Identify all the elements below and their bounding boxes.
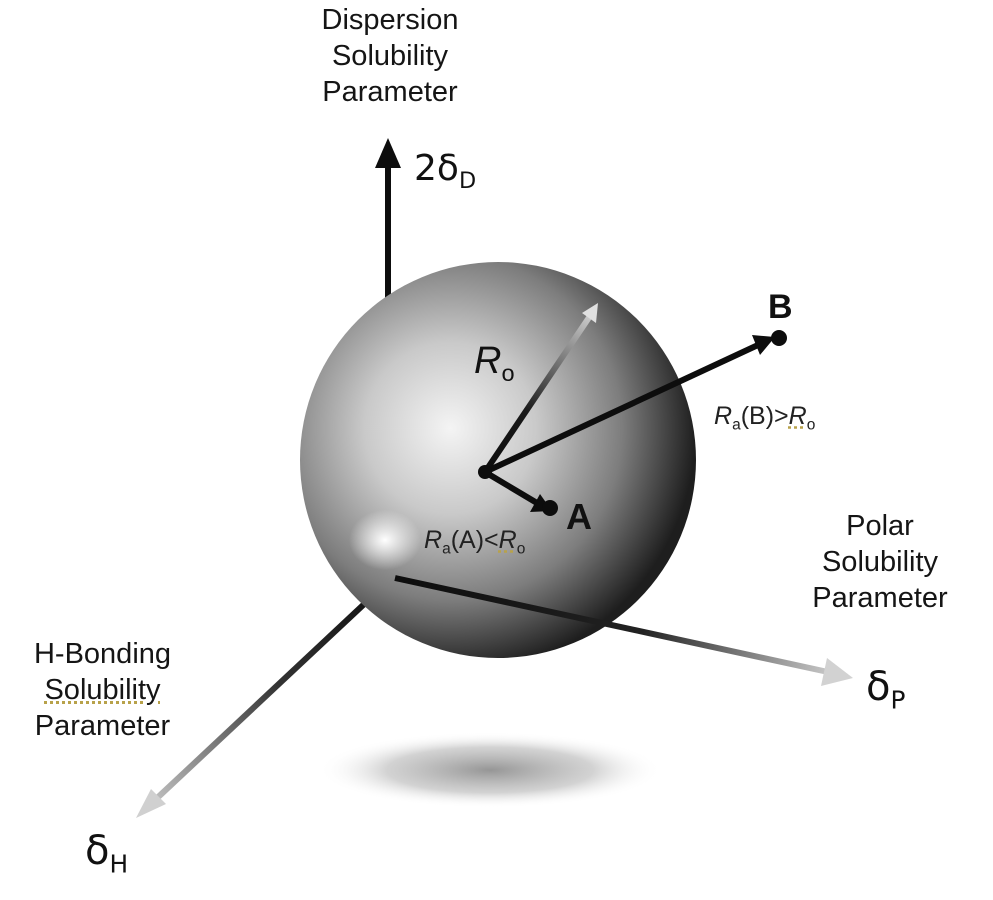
dispersion-label-line-2: Solubility bbox=[331, 40, 449, 72]
hbonding-label-line-2: Solubility bbox=[44, 674, 161, 706]
sphere-center-dot bbox=[478, 465, 492, 479]
dispersion-symbol-sub: D bbox=[458, 167, 477, 194]
ra-b-ro-sub: o bbox=[806, 416, 816, 434]
dispersion-label-line-3: Parameter bbox=[322, 76, 458, 108]
hbonding-symbol-main: δ bbox=[85, 828, 110, 874]
dispersion-axis-label: Dispersion Solubility Parameter bbox=[290, 2, 490, 110]
dispersion-axis-symbol: 2δD bbox=[414, 148, 476, 194]
ra-b-arrow bbox=[483, 342, 760, 475]
ra-a-arg: (A)< bbox=[450, 526, 499, 554]
polar-axis-symbol: δP bbox=[866, 664, 905, 715]
point-a-label: A bbox=[566, 496, 592, 538]
polar-symbol-sub: P bbox=[890, 685, 906, 715]
ra-b-ro: R bbox=[788, 402, 807, 430]
hbonding-axis-label: H-Bonding Solubility Parameter bbox=[0, 636, 205, 744]
hbonding-label-line-1: H-Bonding bbox=[33, 638, 172, 670]
dispersion-label-line-1: Dispersion bbox=[321, 4, 459, 36]
sphere-highlight bbox=[349, 510, 421, 570]
ra-a-arrow bbox=[483, 469, 539, 506]
ra-a-ro: R bbox=[498, 526, 517, 554]
point-a-label-text: A bbox=[566, 496, 592, 537]
ro-label-sub: o bbox=[501, 360, 515, 387]
dispersion-symbol-main: 2δ bbox=[414, 148, 459, 189]
ra-a-r: R bbox=[424, 526, 443, 554]
dispersion-axis-arrowhead bbox=[375, 138, 401, 168]
ra-b-r: R bbox=[714, 402, 733, 430]
ra-b-sub: a bbox=[732, 416, 741, 434]
hbonding-label-line-3: Parameter bbox=[34, 710, 171, 742]
point-b-dot bbox=[771, 330, 787, 346]
polar-axis bbox=[394, 575, 829, 675]
polar-label-line-2: Solubility bbox=[821, 546, 939, 578]
polar-axis-arrowhead bbox=[821, 658, 853, 686]
point-a-dot bbox=[542, 500, 558, 516]
ro-label-main: R bbox=[474, 340, 502, 382]
polar-symbol-main: δ bbox=[866, 664, 891, 710]
point-b-label: B bbox=[768, 288, 793, 327]
polar-label-line-1: Polar bbox=[846, 510, 914, 542]
ra-a-sub: a bbox=[442, 540, 451, 558]
hbonding-axis-arrowhead bbox=[136, 789, 166, 818]
hbonding-axis-symbol: δH bbox=[85, 828, 128, 879]
ra-b-arrowhead bbox=[752, 335, 775, 355]
hbonding-axis bbox=[152, 575, 395, 803]
polar-label-line-3: Parameter bbox=[812, 582, 948, 614]
sphere-shadow bbox=[318, 732, 662, 808]
ra-a-ro-sub: o bbox=[516, 540, 526, 558]
ra-a-relation: Ra(A)<Ro bbox=[424, 526, 525, 558]
point-b-label-text: B bbox=[768, 288, 793, 326]
ra-b-relation: Ra(B)>Ro bbox=[714, 402, 815, 434]
hbonding-symbol-sub: H bbox=[109, 849, 129, 879]
polar-axis-label: Polar Solubility Parameter bbox=[780, 508, 980, 616]
ra-b-arg: (B)> bbox=[740, 402, 789, 430]
ro-radius-arrow bbox=[482, 314, 593, 474]
ro-label: Ro bbox=[474, 340, 515, 387]
ro-radius-arrowhead bbox=[582, 303, 598, 323]
